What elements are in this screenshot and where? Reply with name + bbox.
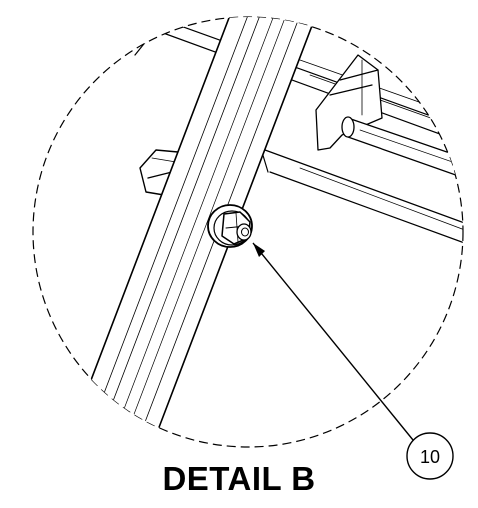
lower-cross-member — [261, 149, 463, 246]
detail-title: DETAIL B — [162, 460, 316, 497]
front-flange-nut — [207, 204, 253, 248]
callout-leader — [252, 242, 414, 441]
item-balloon-label: 10 — [420, 447, 440, 467]
mounting-bracket — [315, 54, 383, 151]
leader-arrowhead — [253, 243, 265, 257]
item-balloon-10: 10 — [406, 432, 454, 480]
pivot-rod — [341, 116, 463, 181]
diagonal-post — [71, 17, 319, 431]
